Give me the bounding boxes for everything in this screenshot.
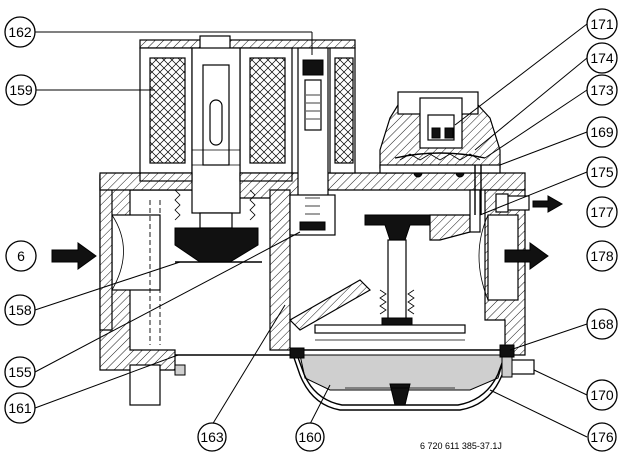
callout-label: 178 [590,248,614,264]
callout-label: 161 [8,400,32,416]
callout-label: 173 [590,82,614,98]
callout-168: 168 [586,308,618,340]
callout-label: 162 [8,24,32,40]
right-fittings [495,193,535,378]
callout-155: 155 [4,356,36,388]
central-regulator [314,189,481,341]
callout-6: 6 [5,240,37,272]
callout-label: 169 [590,124,614,140]
callout-label: 159 [9,82,33,98]
callout-label: 168 [590,316,614,332]
callout-174: 174 [586,42,618,74]
callout-159: 159 [5,74,37,106]
callout-label: 163 [200,429,224,445]
callout-178: 178 [586,240,618,272]
callout-label: 155 [8,364,32,380]
callout-173: 173 [586,74,618,106]
callout-161: 161 [4,392,36,424]
callout-label: 176 [590,429,614,445]
callout-label: 158 [8,302,32,318]
vent-arrow [532,195,564,213]
callout-label: 6 [17,248,25,264]
callout-163: 163 [197,422,227,452]
callout-label: 175 [590,164,614,180]
callout-160: 160 [295,422,325,452]
inlet-arrow [51,242,97,270]
flow-arrows [51,195,564,270]
callout-label: 171 [590,16,614,32]
solenoid-assembly [139,35,356,263]
callout-label: 160 [298,429,322,445]
leader-lines [34,23,588,438]
callout-label: 177 [590,204,614,220]
document-reference: 6 720 611 385-37.1J [420,441,502,451]
outlet-arrow [504,242,549,270]
callout-label: 170 [590,387,614,403]
callout-162: 162 [4,16,36,48]
diaphragm-chamber [289,344,515,411]
pressure-regulator [379,91,501,215]
callout-176: 176 [587,422,617,452]
callout-label: 174 [590,50,614,66]
callout-158: 158 [4,294,36,326]
callout-177: 177 [586,196,618,228]
callout-171: 171 [586,8,618,40]
callout-169: 169 [586,116,618,148]
callout-175: 175 [586,156,618,188]
callout-170: 170 [586,379,618,411]
